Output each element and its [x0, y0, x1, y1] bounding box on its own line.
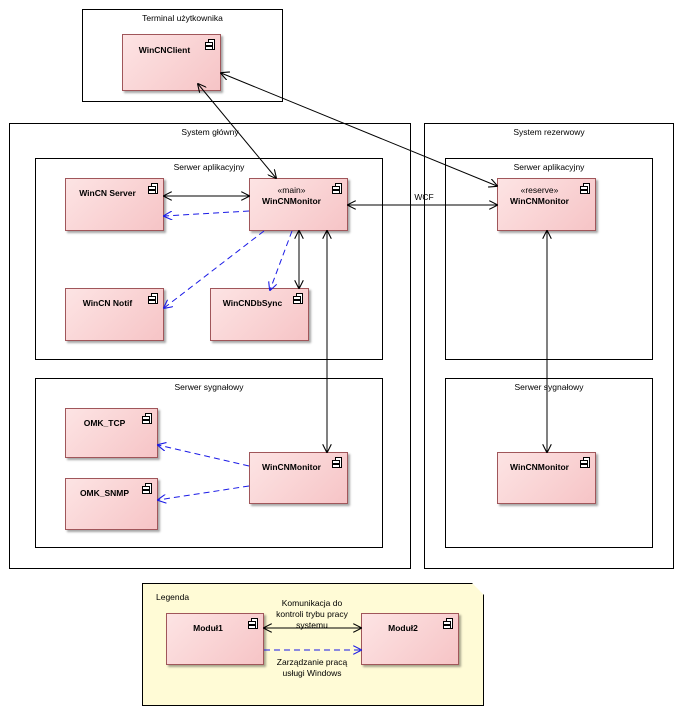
component-icon [148, 293, 158, 304]
legend-communication-line1: Komunikacja do [281, 598, 343, 608]
legend-management-line2: usługi Windows [282, 668, 342, 678]
edge-monitor-to-dbsync-dashed [270, 230, 293, 290]
frame-terminal-title: Terminal użytkownika [142, 13, 223, 23]
legend-communication-line3: systemu [296, 620, 328, 630]
component-wincn-notif-label: WinCN Notif [82, 298, 133, 308]
component-reserve-signal-monitor-label: WinCNMonitor [510, 462, 569, 472]
component-omk-tcp[interactable]: OMK_TCP [65, 408, 158, 458]
component-reserve-monitor-label: WinCNMonitor [510, 196, 569, 206]
component-reserve-signal-monitor[interactable]: WinCNMonitor [497, 452, 596, 504]
legend-communication-line2: kontroli trybu pracy [276, 609, 348, 619]
frame-reserve-system-title: System rezerwowy [513, 127, 585, 137]
legend-title: Legenda [156, 592, 190, 602]
component-icon [142, 413, 152, 424]
connector-label-wcf: WCF [414, 192, 434, 202]
legend-module1[interactable]: Moduł1 [166, 613, 264, 665]
legend-management-label: Zarządzanie pracą usługi Windows [268, 657, 356, 679]
component-main-monitor-label: WinCNMonitor [262, 196, 321, 206]
legend-module2[interactable]: Moduł2 [361, 613, 459, 665]
component-omk-snmp-label: OMK_SNMP [79, 488, 130, 498]
component-icon [293, 293, 303, 304]
component-icon [148, 183, 158, 194]
component-omk-snmp[interactable]: OMK_SNMP [65, 478, 158, 530]
component-icon [248, 618, 258, 629]
component-wincn-client-label: WinCNClient [138, 45, 191, 55]
edge-monitor-to-notif-dashed [164, 230, 265, 308]
component-signal-monitor[interactable]: WinCNMonitor [249, 452, 348, 504]
component-icon [443, 618, 453, 629]
legend-communication-label: Komunikacja do kontroli trybu pracy syst… [268, 598, 356, 631]
component-wincn-client[interactable]: WinCNClient [122, 34, 221, 91]
component-icon [580, 457, 590, 468]
component-wincn-dbsync-label: WinCNDbSync [222, 298, 283, 308]
component-wincn-server[interactable]: WinCN Server [65, 178, 164, 231]
component-signal-monitor-label: WinCNMonitor [262, 462, 321, 472]
component-main-monitor-stereotype: «main» [277, 185, 306, 195]
component-wincn-notif[interactable]: WinCN Notif [65, 288, 164, 341]
component-wincn-dbsync[interactable]: WinCNDbSync [210, 288, 309, 341]
component-icon [580, 183, 590, 194]
edge-client-main-monitor [198, 84, 276, 178]
component-icon [332, 457, 342, 468]
legend-management-line1: Zarządzanie pracą [276, 657, 348, 667]
component-wincn-server-label: WinCN Server [79, 188, 136, 198]
edge-signal-monitor-to-omk-tcp-dashed [158, 445, 250, 467]
frame-reserve-app-server-title: Serwer aplikacyjny [513, 162, 585, 172]
edge-monitor-to-server-dashed [164, 210, 250, 216]
component-icon [142, 483, 152, 494]
legend-module2-label: Moduł2 [388, 623, 418, 633]
component-icon [205, 39, 215, 50]
frame-main-signal-server-title: Serwer sygnałowy [174, 382, 244, 392]
component-omk-tcp-label: OMK_TCP [83, 418, 126, 428]
component-reserve-monitor-stereotype: «reserve» [520, 185, 559, 195]
legend-module1-label: Moduł1 [193, 623, 223, 633]
edge-signal-monitor-to-omk-snmp-dashed [158, 485, 250, 500]
edge-client-reserve-monitor [221, 73, 497, 186]
